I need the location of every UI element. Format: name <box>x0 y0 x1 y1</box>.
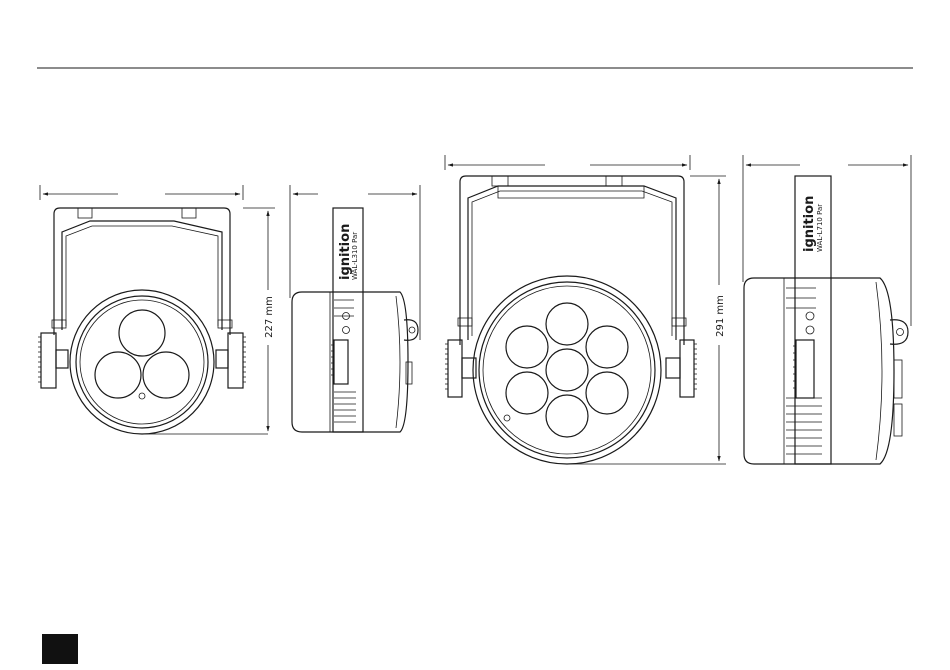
large-led-upper-right <box>586 326 628 368</box>
large-right-knob <box>666 340 697 397</box>
large-yoke-bracket <box>458 176 686 345</box>
large-front-width-dimension <box>445 155 690 170</box>
small-height-label: 227 mm <box>264 296 275 338</box>
large-brand-label: ignition <box>802 196 817 252</box>
small-fixture-front-view <box>38 185 268 434</box>
small-front-width-dimension <box>40 185 243 200</box>
small-led-top <box>119 310 165 356</box>
page-number-marker <box>42 634 78 664</box>
large-led-bottom <box>546 395 588 437</box>
small-led-left <box>95 352 141 398</box>
large-led-lower-left <box>506 372 548 414</box>
small-yoke-bracket <box>52 208 232 335</box>
small-right-knob <box>216 333 246 388</box>
large-height-label: 291 mm <box>715 295 726 337</box>
large-led-upper-left <box>506 326 548 368</box>
large-sensor-dot <box>504 415 510 421</box>
large-led-top <box>546 303 588 345</box>
large-led-center <box>546 349 588 391</box>
large-fixture-side-view: ignition WAL-L710 Par <box>743 155 911 464</box>
large-fixture-front-view <box>445 155 726 464</box>
small-fixture-side-view: ignition WAL-L310 Par <box>290 185 420 432</box>
large-height-dimension: 291 mm <box>690 176 726 461</box>
large-led-lower-right <box>586 372 628 414</box>
large-left-knob <box>445 340 476 397</box>
large-side-width-dimension <box>743 155 911 326</box>
small-led-right <box>143 352 189 398</box>
small-left-knob <box>38 333 68 388</box>
small-sensor-dot <box>139 393 145 399</box>
large-model-label: WAL-L710 Par <box>816 204 824 252</box>
small-height-dimension: 227 mm <box>243 208 275 431</box>
small-model-label: WAL-L310 Par <box>351 232 359 280</box>
